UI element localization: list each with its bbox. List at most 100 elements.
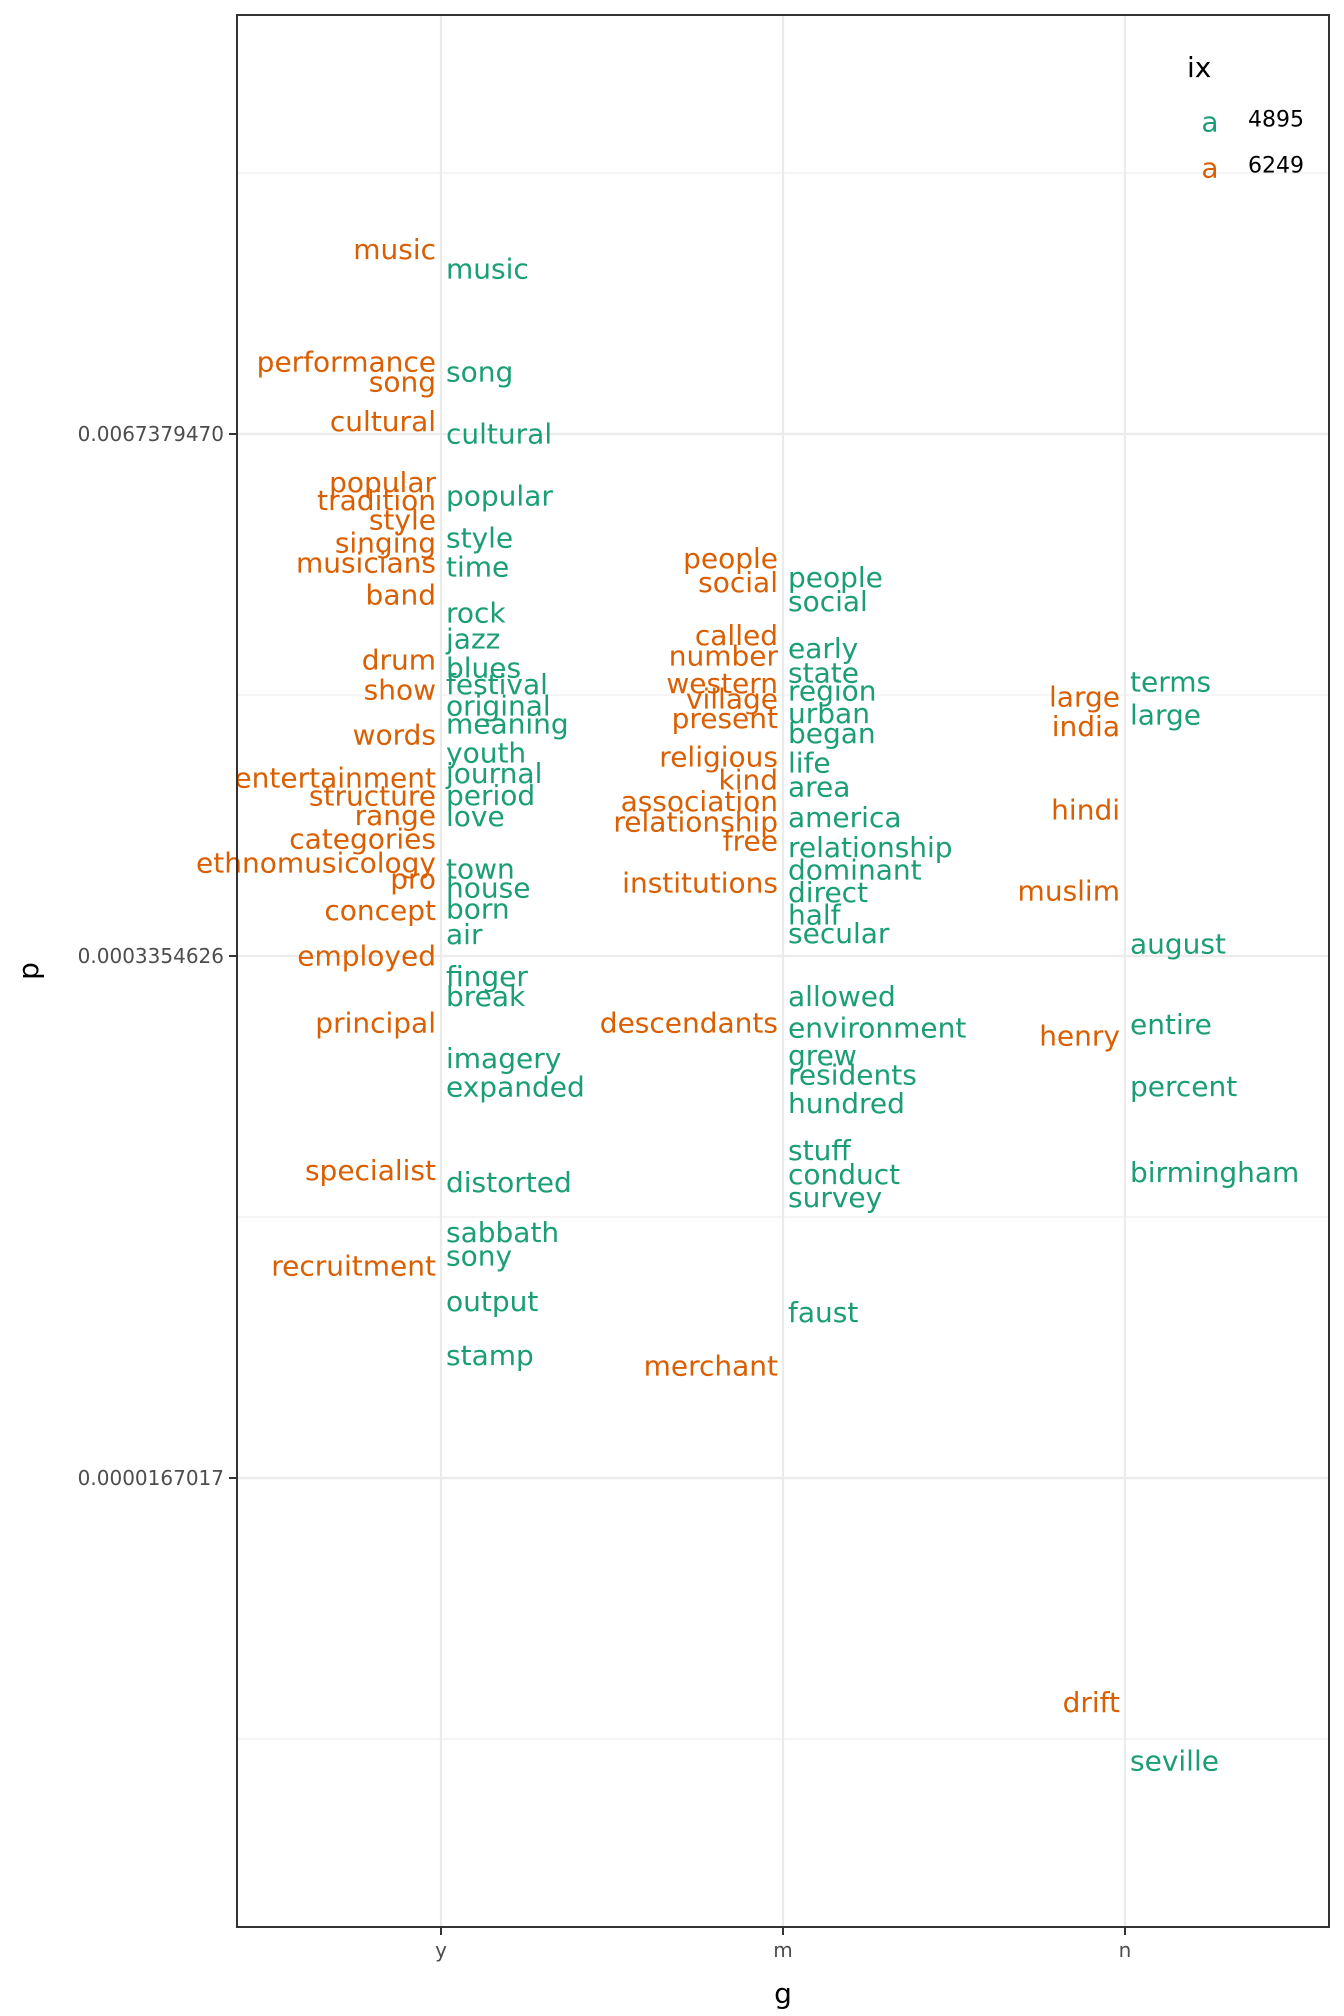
word-label-state: state	[788, 656, 859, 689]
word-label-terms: terms	[1130, 665, 1211, 698]
word-label-america: america	[788, 801, 902, 834]
word-label-residents: residents	[788, 1058, 917, 1091]
word-label-number: number	[669, 640, 779, 673]
word-label-stuff: stuff	[788, 1134, 851, 1167]
word-label-drum: drum	[362, 644, 436, 677]
word-label-period: period	[446, 779, 535, 812]
word-label-seville: seville	[1130, 1745, 1219, 1778]
word-label-present: present	[672, 702, 778, 735]
legend-key-glyph: a	[1201, 106, 1218, 139]
word-label-survey: survey	[788, 1181, 882, 1214]
y-tick-label: 0.0003354626	[78, 944, 224, 968]
x-tick-label-y: y	[435, 1938, 447, 1962]
word-label-india: india	[1052, 710, 1120, 743]
word-label-meaning: meaning	[446, 708, 569, 741]
word-label-born: born	[446, 893, 510, 926]
word-label-range: range	[355, 799, 436, 832]
word-label-hundred: hundred	[788, 1087, 905, 1120]
word-label-dominant: dominant	[788, 854, 922, 887]
word-label-singing: singing	[335, 526, 436, 559]
word-label-life: life	[788, 746, 831, 779]
word-label-town: town	[446, 852, 515, 885]
word-label-entire: entire	[1130, 1008, 1212, 1041]
word-label-relationship: relationship	[613, 805, 778, 838]
word-label-august: august	[1130, 927, 1226, 960]
word-label-cultural: cultural	[330, 405, 436, 438]
word-label-festival: festival	[446, 668, 548, 701]
word-label-musicians: musicians	[296, 546, 436, 579]
word-label-original: original	[446, 689, 551, 722]
word-label-band: band	[366, 579, 436, 612]
word-label-direct: direct	[788, 876, 868, 909]
word-label-break: break	[446, 980, 526, 1013]
word-label-recruitment: recruitment	[271, 1250, 436, 1283]
word-label-urban: urban	[788, 697, 870, 730]
word-label-birmingham: birmingham	[1130, 1156, 1299, 1189]
word-label-tradition: tradition	[317, 484, 436, 517]
word-label-large: large	[1130, 698, 1201, 731]
word-label-youth: youth	[446, 736, 526, 769]
word-label-popular: popular	[446, 480, 553, 513]
y-tick-label: 0.0067379470	[78, 422, 224, 446]
word-label-pro: pro	[390, 863, 436, 896]
legend-label: 6249	[1248, 154, 1304, 179]
word-label-popular: popular	[329, 466, 436, 499]
word-label-merchant: merchant	[644, 1349, 778, 1382]
word-label-kind: kind	[718, 764, 778, 797]
word-label-words: words	[353, 718, 436, 751]
word-label-area: area	[788, 771, 850, 804]
word-label-percent: percent	[1130, 1070, 1237, 1103]
word-label-village: village	[686, 683, 778, 716]
word-label-large: large	[1049, 681, 1120, 714]
word-label-people: people	[683, 542, 778, 575]
x-axis-title: g	[774, 1977, 792, 2010]
word-label-religious: religious	[659, 741, 778, 774]
y-tick-label: 0.0000167017	[78, 1466, 224, 1490]
word-label-sabbath: sabbath	[446, 1216, 559, 1249]
word-label-song: song	[369, 365, 436, 398]
word-label-drift: drift	[1063, 1686, 1120, 1719]
word-label-expanded: expanded	[446, 1070, 585, 1103]
word-label-early: early	[788, 632, 858, 665]
word-label-stamp: stamp	[446, 1339, 534, 1372]
grid-lines	[237, 15, 1329, 1927]
word-label-song: song	[446, 356, 513, 389]
y-axis-title: p	[12, 962, 45, 980]
word-label-grew: grew	[788, 1039, 857, 1072]
word-label-show: show	[364, 673, 436, 706]
word-label-time: time	[446, 550, 509, 583]
word-label-concept: concept	[324, 894, 436, 927]
word-label-sony: sony	[446, 1240, 512, 1273]
word-labels: musicsongculturalpopularstyletimerockjaz…	[196, 233, 1299, 1778]
word-label-association: association	[621, 785, 778, 818]
word-label-environment: environment	[788, 1011, 966, 1044]
x-tick-label-m: m	[773, 1938, 792, 1962]
legend-title: ix	[1187, 51, 1211, 84]
word-label-descendants: descendants	[600, 1006, 778, 1039]
legend-label: 4895	[1248, 108, 1304, 133]
word-label-relationship: relationship	[788, 831, 953, 864]
word-label-performance: performance	[257, 346, 436, 379]
word-label-conduct: conduct	[788, 1158, 900, 1191]
word-label-specialist: specialist	[305, 1154, 436, 1187]
word-label-principal: principal	[315, 1006, 436, 1039]
word-label-output: output	[446, 1285, 538, 1318]
word-label-western: western	[666, 667, 778, 700]
word-label-henry: henry	[1039, 1019, 1120, 1052]
word-label-finger: finger	[446, 960, 528, 993]
word-label-called: called	[695, 619, 778, 652]
word-label-categories: categories	[289, 822, 436, 855]
word-label-love: love	[446, 800, 505, 833]
word-label-free: free	[723, 824, 778, 857]
word-label-half: half	[788, 899, 842, 932]
x-tick-label-n: n	[1119, 1938, 1132, 1962]
word-label-began: began	[788, 717, 876, 750]
word-label-institutions: institutions	[622, 867, 778, 900]
word-label-employed: employed	[297, 939, 436, 972]
word-label-people: people	[788, 561, 883, 594]
word-label-rock: rock	[446, 596, 506, 629]
word-label-distorted: distorted	[446, 1166, 572, 1199]
word-label-structure: structure	[309, 779, 436, 812]
word-label-social: social	[788, 585, 868, 618]
